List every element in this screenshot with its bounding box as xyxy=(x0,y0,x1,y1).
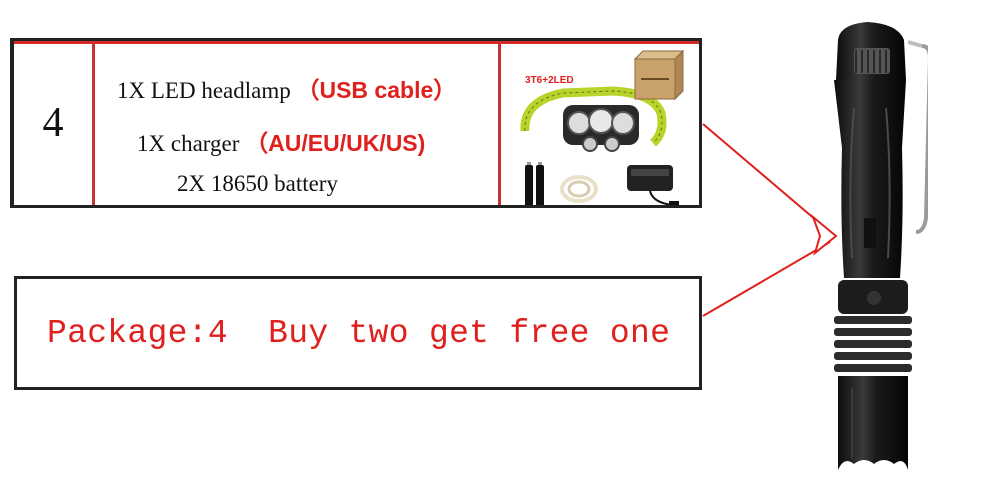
column-divider xyxy=(92,41,95,205)
battery-icon xyxy=(525,162,544,205)
package-number: 4 xyxy=(42,100,64,146)
package-banner: Package:4 Buy two get free one xyxy=(14,276,702,390)
list-item: 1X charger （AU/EU/UK/US) xyxy=(137,124,425,158)
flashlight-icon xyxy=(834,22,928,470)
item-text: 2X 18650 battery xyxy=(177,171,338,196)
package-table: 4 1X LED headlamp （USB cable） 1X charger… xyxy=(10,38,702,208)
gift-box-icon xyxy=(633,49,685,101)
product-image-caption: 3T6+2LED xyxy=(525,75,574,86)
column-divider xyxy=(498,41,501,205)
package-banner-text: Package:4 Buy two get free one xyxy=(47,314,671,352)
item-highlight: （USB cable） xyxy=(296,77,457,103)
product-image: 3T6+2LED xyxy=(503,41,700,205)
item-text: 1X charger xyxy=(137,131,240,156)
list-item: 2X 18650 battery xyxy=(177,171,338,197)
item-text: 1X LED headlamp xyxy=(117,78,291,103)
usb-cable-icon xyxy=(560,175,598,203)
table-top-accent xyxy=(14,41,699,44)
list-item: 1X LED headlamp （USB cable） xyxy=(117,71,456,105)
package-items-list: 1X LED headlamp （USB cable） 1X charger （… xyxy=(95,41,498,205)
charger-icon xyxy=(627,165,679,205)
item-highlight: （AU/EU/UK/US) xyxy=(245,130,426,156)
